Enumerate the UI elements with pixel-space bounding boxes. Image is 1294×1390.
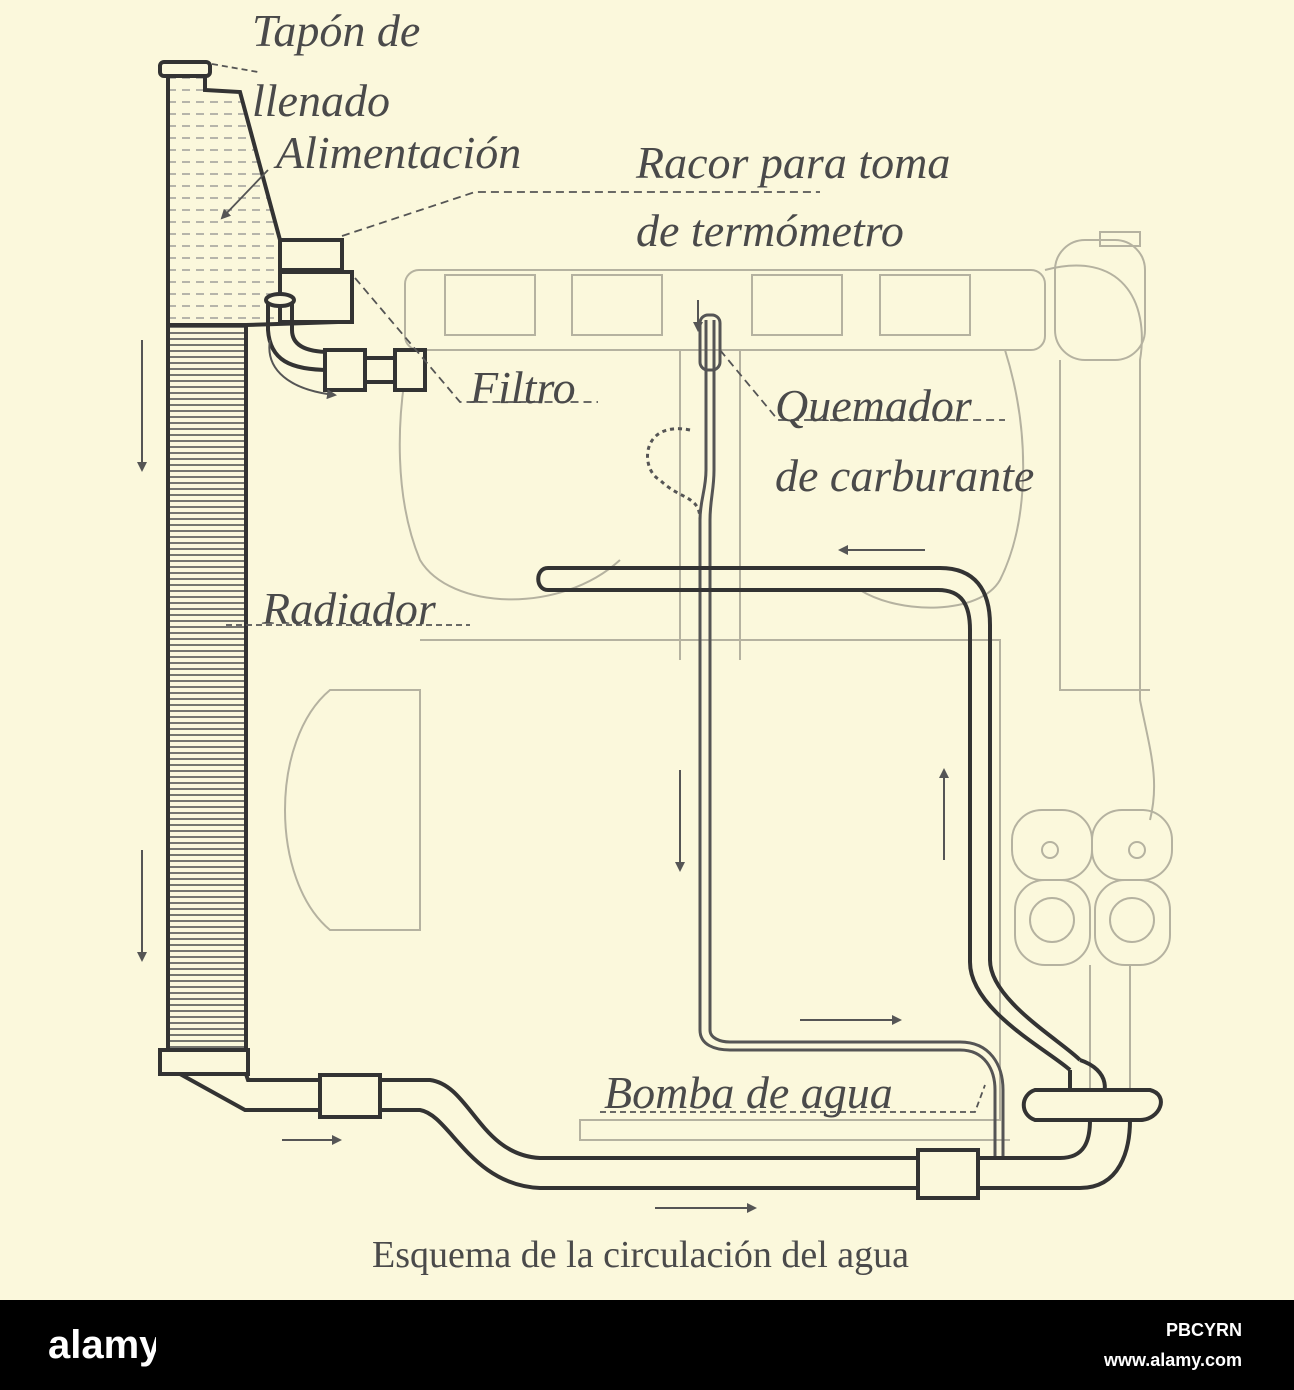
- diagram-stage: Tapón de llenado Alimentación Racor para…: [137, 5, 1173, 1276]
- water-pump: [1021, 1088, 1163, 1122]
- alamy-logo-text: alamy: [48, 1323, 156, 1367]
- radiator: [158, 323, 250, 1076]
- label-alimentacion: Alimentación: [276, 127, 522, 178]
- label-radiador: Radiador: [262, 583, 436, 634]
- alamy-url[interactable]: www.alamy.com: [1103, 1350, 1242, 1370]
- leader-lines: [211, 63, 1005, 1113]
- label-quemador-line1: Quemador: [775, 380, 972, 431]
- lower-pipe: [179, 1072, 1132, 1200]
- label-tapon-line1: Tapón de: [252, 5, 421, 56]
- label-bomba: Bomba de agua: [604, 1067, 893, 1118]
- burner-pipe: [646, 313, 1005, 1160]
- return-pipe: [536, 566, 1107, 1107]
- label-tapon-line2: llenado: [252, 75, 390, 126]
- label-quemador-line2: de carburante: [775, 450, 1035, 501]
- image-id: PBCYRN: [1165, 1320, 1242, 1340]
- caption: Esquema de la circulación del agua: [372, 1234, 910, 1276]
- label-racor-line1: Racor para toma: [636, 137, 951, 188]
- engine-block-outline: [284, 231, 1173, 1141]
- filter-pipe: [264, 292, 427, 392]
- flow-arrows: [137, 300, 949, 1213]
- water-circulation-diagram: [137, 60, 1173, 1213]
- alamy-logo: alamy: [44, 1314, 156, 1376]
- watermark-footer: alamy PBCYRN www.alamy.com: [0, 1300, 1294, 1390]
- label-filtro: Filtro: [470, 362, 576, 413]
- label-racor-line2: de termómetro: [636, 205, 904, 256]
